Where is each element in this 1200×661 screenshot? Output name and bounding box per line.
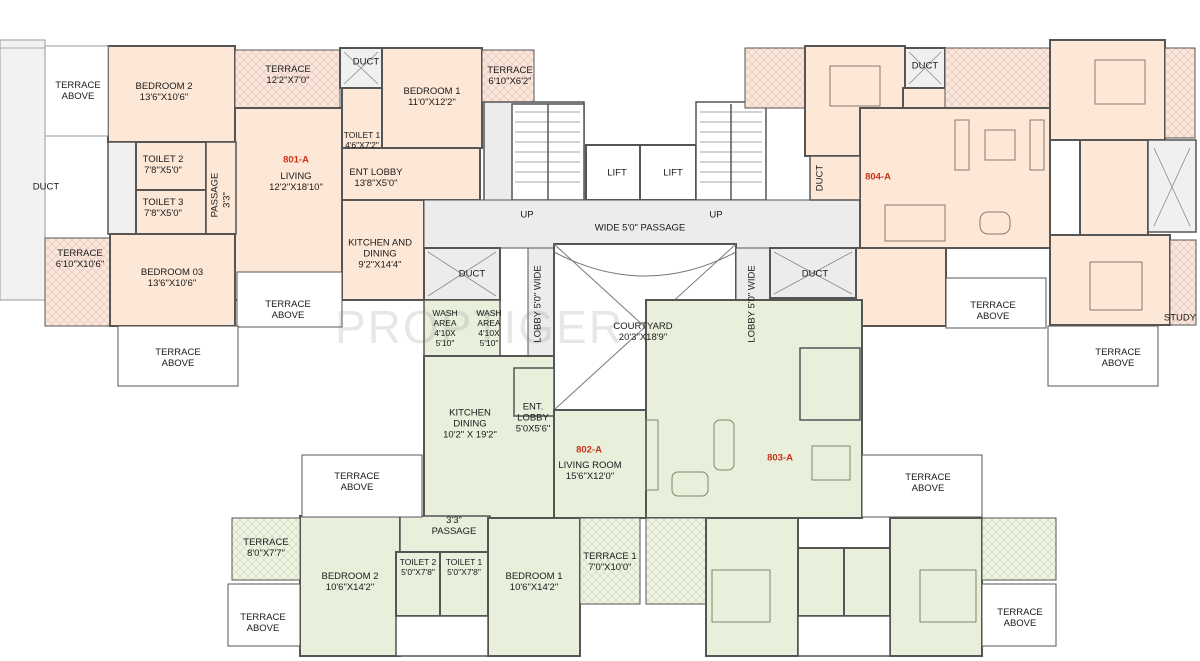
stair-up-1: UP [520, 209, 534, 221]
terrace-above-8: TERRACE ABOVE [905, 472, 951, 494]
terrace-above-3: TERRACE ABOVE [155, 347, 201, 369]
lift-1: LIFT [607, 167, 627, 179]
stair-up-2: UP [709, 209, 723, 221]
unit-803-area [645, 299, 1057, 657]
unit-802-area [227, 355, 647, 657]
unit-label-801: 801-A [283, 154, 309, 166]
terrace-above-5: TERRACE ABOVE [240, 612, 286, 634]
duct-1: DUCT [32, 181, 60, 193]
terrace-above-1: TERRACE ABOVE [55, 80, 101, 102]
unit-801-area [44, 45, 535, 387]
unit-label-803: 803-A [767, 452, 793, 464]
unit-label-804: 804-A [865, 171, 891, 183]
lobby-wide-right: LOBBY 5'0" WIDE [746, 265, 758, 343]
terrace-above-4: TERRACE ABOVE [334, 471, 380, 493]
wide-passage: WIDE 5'0" PASSAGE [594, 222, 686, 234]
terrace-above-9: TERRACE ABOVE [997, 607, 1043, 629]
terrace-above-7: TERRACE ABOVE [1095, 347, 1141, 369]
passage-width-801: 3'3" [221, 192, 233, 208]
unit-804-area [744, 39, 1197, 387]
unit-label-802: 802-A [576, 444, 602, 456]
duct-2: DUCT [352, 56, 380, 68]
terrace-above-6: TERRACE ABOVE [970, 300, 1016, 322]
left-context [0, 39, 46, 301]
watermark: PROPTIGER [335, 301, 624, 353]
passage-801: PASSAGE [209, 172, 221, 218]
passage-802: 3'3" PASSAGE [431, 515, 477, 537]
duct-3: DUCT [458, 268, 486, 280]
study-label: STUDY [1163, 312, 1197, 324]
duct-6: DUCT [814, 164, 826, 192]
lift-2: LIFT [663, 167, 683, 179]
lobby-wide-left: LOBBY 5'0" WIDE [532, 265, 544, 343]
terrace-above-2: TERRACE ABOVE [265, 299, 311, 321]
duct-5: DUCT [911, 60, 939, 72]
duct-4: DUCT [801, 268, 829, 280]
